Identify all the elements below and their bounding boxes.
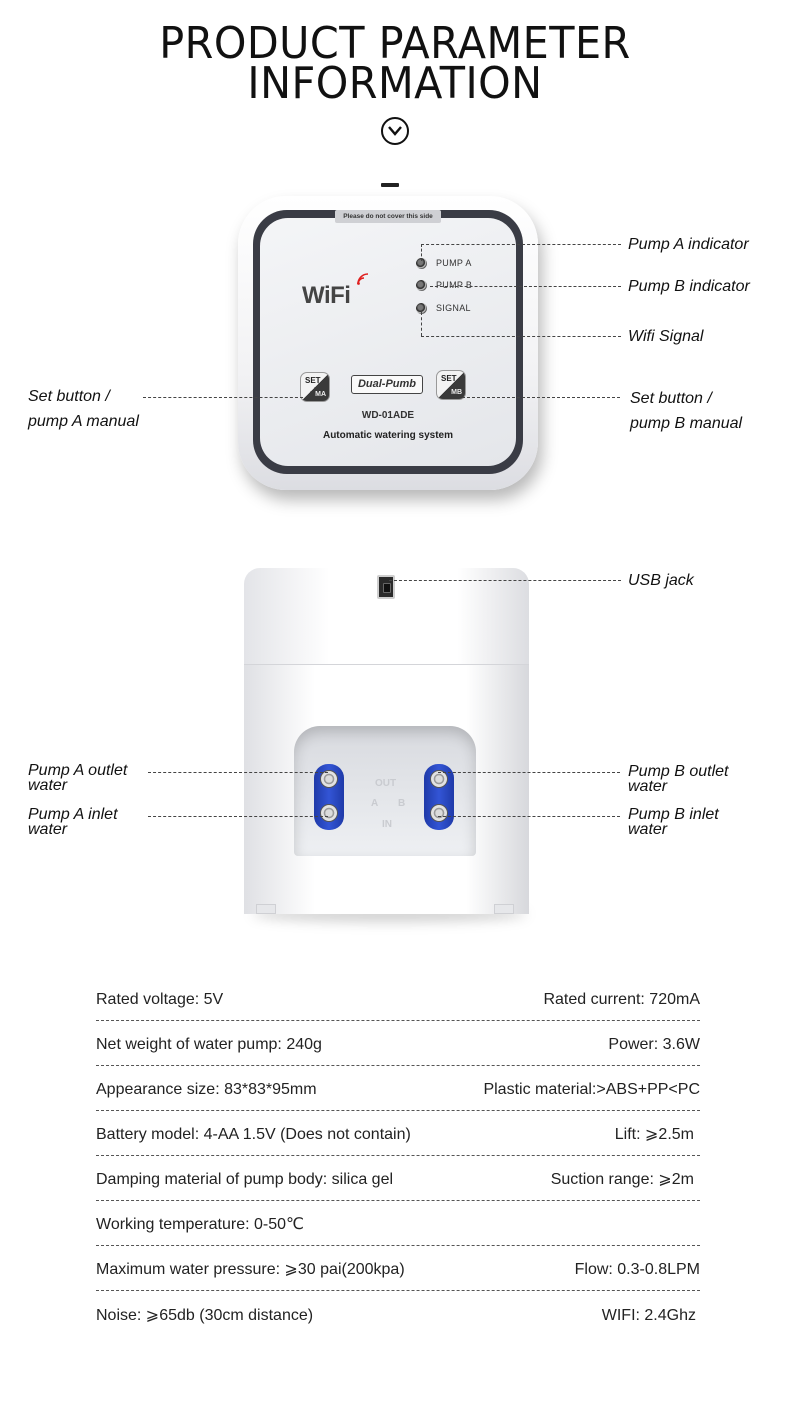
pump-a-inlet-nozzle-icon	[320, 804, 338, 822]
device-notch	[381, 183, 399, 187]
device-face	[260, 218, 516, 466]
spec-row: Battery model: 4-AA 1.5V (Does not conta…	[96, 1111, 700, 1156]
device-back-view: OUT A B IN	[244, 568, 529, 922]
callout-usb-jack: USB jack	[628, 572, 694, 589]
leader-pump-a-inlet	[148, 816, 328, 817]
spec-left: Maximum water pressure: ⩾30 pai(200kpa)	[96, 1261, 405, 1278]
wifi-logo: WiFi	[302, 282, 351, 309]
spec-row: Noise: ⩾65db (30cm distance) WIFI: 2.4Gh…	[96, 1291, 700, 1336]
callout-pump-a-outlet-line1: Pump A outlet	[28, 762, 128, 779]
spec-left: Rated voltage: 5V	[96, 991, 224, 1008]
spec-right: Power: 3.6W	[608, 1036, 700, 1053]
callout-pump-b-indicator: Pump B indicator	[628, 278, 750, 295]
wifi-waves-icon	[357, 273, 369, 285]
nozzle-recess: OUT A B IN	[294, 726, 476, 856]
leader-pump-a-v	[421, 244, 422, 261]
emboss-a: A	[371, 798, 379, 809]
callout-pump-a-indicator: Pump A indicator	[628, 236, 749, 253]
emboss-b: B	[398, 798, 406, 809]
spec-left: Working temperature: 0-50℃	[96, 1216, 304, 1233]
page-title-line1: PRODUCT PARAMETER	[159, 18, 631, 69]
callout-pump-b-outlet-line2: water	[628, 778, 668, 795]
leader-set-b	[462, 397, 620, 398]
callout-pump-b-inlet-line2: water	[628, 821, 668, 838]
leader-pump-b-outlet	[438, 772, 620, 773]
led-label-pump-a: PUMP A	[436, 258, 472, 268]
pump-a-outlet-nozzle-icon	[320, 770, 338, 788]
spec-right: Rated current: 720mA	[543, 991, 700, 1008]
callout-pump-a-inlet-line1: Pump A inlet	[28, 806, 118, 823]
device-foot-right	[494, 904, 514, 914]
spec-left: Battery model: 4-AA 1.5V (Does not conta…	[96, 1126, 411, 1143]
led-signal-icon	[416, 303, 427, 314]
set-a-label: SET	[305, 376, 321, 385]
set-button-pump-a[interactable]: SET MA	[300, 372, 330, 402]
spec-right: Plastic material:>ABS+PP<PC	[483, 1081, 700, 1098]
led-label-pump-b: PUMP B	[436, 280, 473, 290]
leader-pump-a-outlet	[148, 772, 328, 773]
callout-pump-a-outlet-line2: water	[28, 777, 68, 794]
led-label-signal: SIGNAL	[436, 303, 471, 313]
callout-set-b-line2: pump B manual	[630, 415, 743, 432]
callout-wifi-signal: Wifi Signal	[628, 328, 704, 345]
spec-row: Net weight of water pump: 240g Power: 3.…	[96, 1021, 700, 1066]
cover-notice: Please do not cover this side	[335, 210, 441, 223]
leader-pump-b	[430, 286, 621, 287]
led-pump-a-icon	[416, 258, 427, 269]
spec-row: Maximum water pressure: ⩾30 pai(200kpa) …	[96, 1246, 700, 1291]
spec-right: WIFI: 2.4Ghz	[601, 1307, 696, 1324]
callout-set-a-line1: Set button /	[28, 388, 110, 405]
ma-label: MA	[315, 391, 326, 398]
model-number: WD-01ADE	[361, 410, 415, 421]
device-foot-left	[256, 904, 276, 914]
leader-wifi	[421, 336, 621, 337]
pump-b-inlet-nozzle-icon	[430, 804, 448, 822]
spec-left: Noise: ⩾65db (30cm distance)	[96, 1307, 314, 1324]
led-pump-b-icon	[416, 280, 427, 291]
spec-row: Working temperature: 0-50℃	[96, 1201, 700, 1246]
leader-pump-b-inlet	[438, 816, 620, 817]
pump-b-nozzle-plate	[424, 764, 454, 830]
leader-wifi-v	[421, 312, 422, 336]
spec-row: Appearance size: 83*83*95mm Plastic mate…	[96, 1066, 700, 1111]
callout-set-a-line2: pump A manual	[28, 413, 139, 430]
device-front-view: Please do not cover this side WiFi PUMP …	[238, 183, 538, 490]
emboss-out: OUT	[375, 778, 397, 789]
set-button-pump-b[interactable]: SET MB	[436, 370, 466, 400]
leader-set-a	[143, 397, 303, 398]
spec-right: Suction range: ⩾2m	[550, 1171, 694, 1188]
usb-jack-icon	[377, 575, 395, 599]
page-title-line2: INFORMATION	[247, 58, 543, 109]
spec-left: Net weight of water pump: 240g	[96, 1036, 322, 1053]
pump-b-outlet-nozzle-icon	[430, 770, 448, 788]
leader-usb	[389, 580, 621, 581]
leader-pump-a	[421, 244, 621, 245]
spec-left: Appearance size: 83*83*95mm	[96, 1081, 317, 1098]
callout-pump-a-inlet-line2: water	[28, 821, 68, 838]
set-b-label: SET	[441, 374, 457, 383]
emboss-in: IN	[382, 819, 392, 830]
spec-right: Flow: 0.3-0.8LPM	[574, 1261, 700, 1278]
chevron-down-icon	[381, 117, 409, 145]
callout-pump-b-outlet-line1: Pump B outlet	[628, 763, 729, 780]
spec-left: Damping material of pump body: silica ge…	[96, 1171, 394, 1188]
mb-label: MB	[451, 389, 462, 396]
system-name: Automatic watering system	[322, 430, 454, 441]
spec-right: Lift: ⩾2.5m	[614, 1126, 694, 1143]
spec-row: Rated voltage: 5V Rated current: 720mA	[96, 976, 700, 1021]
spec-row: Damping material of pump body: silica ge…	[96, 1156, 700, 1201]
callout-set-b-line1: Set button /	[630, 390, 712, 407]
brand-label: Dual-Pumb	[351, 375, 423, 394]
callout-pump-b-inlet-line1: Pump B inlet	[628, 806, 719, 823]
pump-a-nozzle-plate	[314, 764, 344, 830]
